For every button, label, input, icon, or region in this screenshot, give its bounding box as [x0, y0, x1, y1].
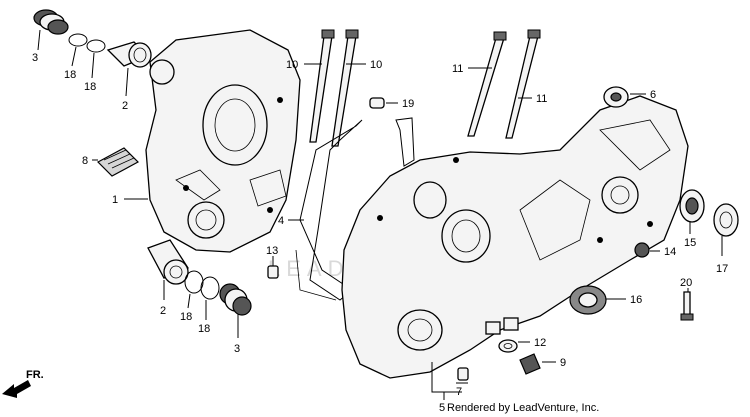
callout-13: 13 — [266, 245, 278, 257]
part-12-washer — [498, 339, 518, 353]
part-8-filter — [97, 147, 139, 177]
callout-2-bottom: 2 — [160, 305, 166, 317]
part-19-dowel — [369, 97, 385, 109]
part-18-rings-bottom — [184, 270, 220, 300]
callout-9: 9 — [560, 357, 566, 369]
callout-19: 19 — [402, 98, 414, 110]
part-3-bottom-seal — [219, 283, 252, 316]
part-15-bearing — [679, 189, 705, 223]
callout-4: 4 — [278, 215, 284, 227]
part-14-bushing — [634, 242, 650, 258]
part-16-gear — [569, 285, 607, 315]
callout-5: 5 — [439, 402, 445, 414]
callout-15: 15 — [684, 237, 696, 249]
part-17-seal — [713, 203, 739, 237]
part-11-bolts — [467, 29, 541, 139]
callout-11-right: 11 — [536, 93, 547, 105]
direction-label: FR. — [26, 369, 44, 381]
part-2-bearing-top — [106, 41, 152, 68]
callout-18-bottom-a: 18 — [180, 311, 192, 323]
part-5-right-crankcase — [341, 95, 689, 379]
callout-3-top: 3 — [32, 52, 38, 64]
callout-3-bottom: 3 — [234, 343, 240, 355]
callout-12: 12 — [534, 337, 546, 349]
part-9-drain-bolt — [519, 353, 541, 375]
part-1-left-crankcase — [145, 29, 301, 253]
callout-10-left: 10 — [286, 59, 298, 71]
callout-18-top-a: 18 — [64, 69, 76, 81]
callout-18-bottom-b: 18 — [198, 323, 210, 335]
front-direction-arrow-icon — [2, 380, 31, 398]
part-20-bolt — [680, 291, 694, 321]
callout-18-top-b: 18 — [84, 81, 96, 93]
part-7-dowel — [457, 367, 469, 381]
callout-6: 6 — [650, 89, 656, 101]
part-2-bearing-bottom — [147, 239, 189, 285]
callout-8: 8 — [82, 155, 88, 167]
part-18-rings-top — [68, 33, 106, 53]
part-3-top-seal — [33, 9, 69, 35]
callout-1: 1 — [112, 194, 118, 206]
callout-10-right: 10 — [370, 59, 382, 71]
callout-11-left: 11 — [452, 63, 463, 75]
part-13-dowel — [267, 265, 279, 279]
part-6-bushing — [603, 86, 629, 108]
callout-17: 17 — [716, 263, 728, 275]
footer-credit: Rendered by LeadVenture, Inc. — [447, 402, 599, 414]
callout-20: 20 — [680, 277, 692, 289]
callout-16: 16 — [630, 294, 642, 306]
callout-14: 14 — [664, 246, 676, 258]
callout-2-top: 2 — [122, 100, 128, 112]
